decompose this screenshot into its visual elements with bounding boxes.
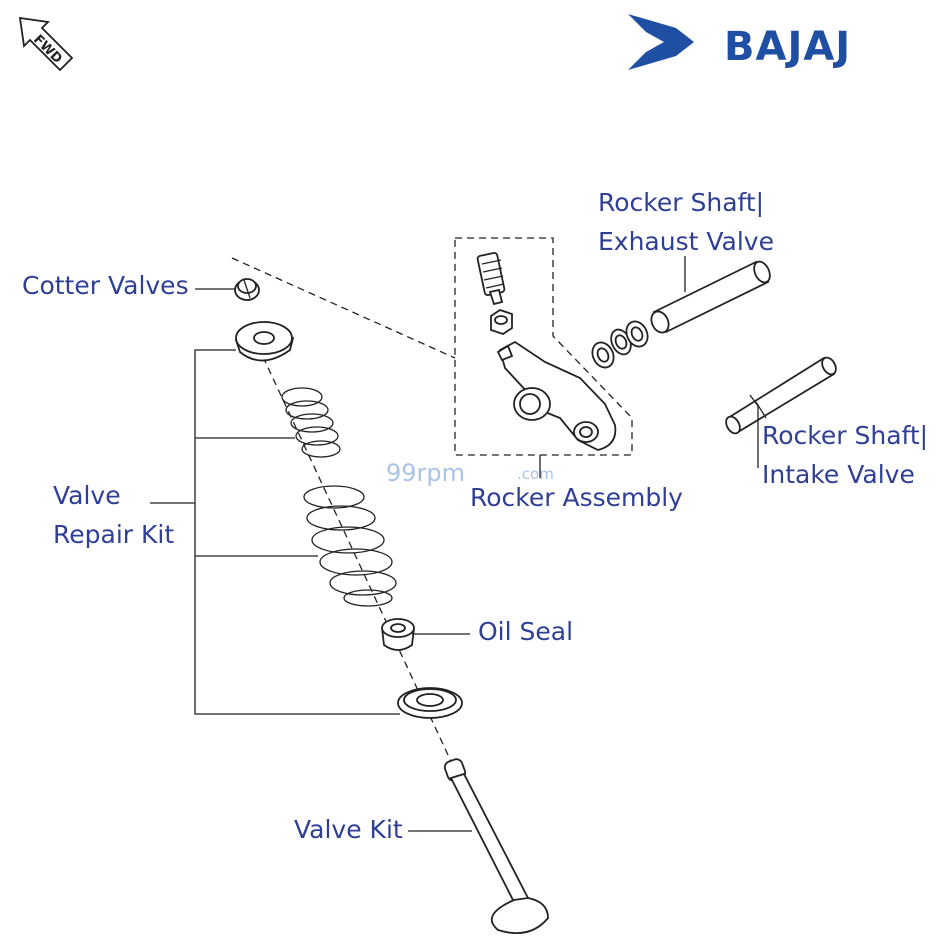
watermark-main: 99rpm — [386, 459, 465, 487]
oil-seal-part — [381, 618, 415, 651]
shaft-washers-part — [591, 320, 649, 369]
repair-kit-bracket — [150, 349, 400, 715]
intake-rocker-shaft-part — [725, 356, 837, 435]
bajaj-emblem-icon — [628, 14, 694, 70]
rocker-arm-part — [496, 340, 617, 451]
assembly-guide-line — [231, 257, 456, 359]
adjusting-screw-part — [476, 252, 506, 306]
label-valve-kit: Valve Kit — [294, 815, 403, 844]
exhaust-rocker-shaft-part — [650, 260, 771, 334]
forward-arrow-icon — [18, 16, 74, 72]
label-cotter-valves: Cotter Valves — [22, 271, 189, 300]
spring-seat-part — [397, 687, 463, 719]
label-rocker-shaft-exhaust-1: Rocker Shaft| — [598, 188, 764, 217]
watermark: 99rpm .com — [386, 459, 554, 487]
lock-nut-part — [490, 309, 513, 335]
label-rocker-shaft-exhaust-2: Exhaust Valve — [598, 227, 774, 256]
label-rocker-shaft-intake-1: Rocker Shaft| — [762, 421, 928, 450]
label-valve-repair-kit-1: Valve — [53, 481, 121, 510]
brand-name: BAJAJ — [724, 24, 851, 70]
leader-lines — [150, 256, 759, 832]
cotter-valves-part — [234, 278, 260, 301]
bajaj-logo: BAJAJ — [628, 14, 851, 70]
label-valve-repair-kit-2: Repair Kit — [53, 520, 174, 549]
valve-part — [443, 758, 549, 934]
label-oil-seal: Oil Seal — [478, 617, 573, 646]
rocker-assembly-box — [454, 237, 633, 456]
label-rocker-shaft-intake-2: Intake Valve — [762, 460, 915, 489]
part-labels: Cotter Valves Rocker Shaft| Exhaust Valv… — [22, 188, 928, 844]
watermark-suffix: .com — [517, 465, 554, 483]
spring-retainer-part — [234, 321, 295, 362]
label-rocker-assembly: Rocker Assembly — [470, 483, 683, 512]
outer-spring-part — [303, 485, 397, 607]
fwd-marker: FWD — [18, 16, 74, 72]
inner-spring-part — [281, 387, 341, 458]
intake-shaft-leader — [749, 394, 759, 468]
